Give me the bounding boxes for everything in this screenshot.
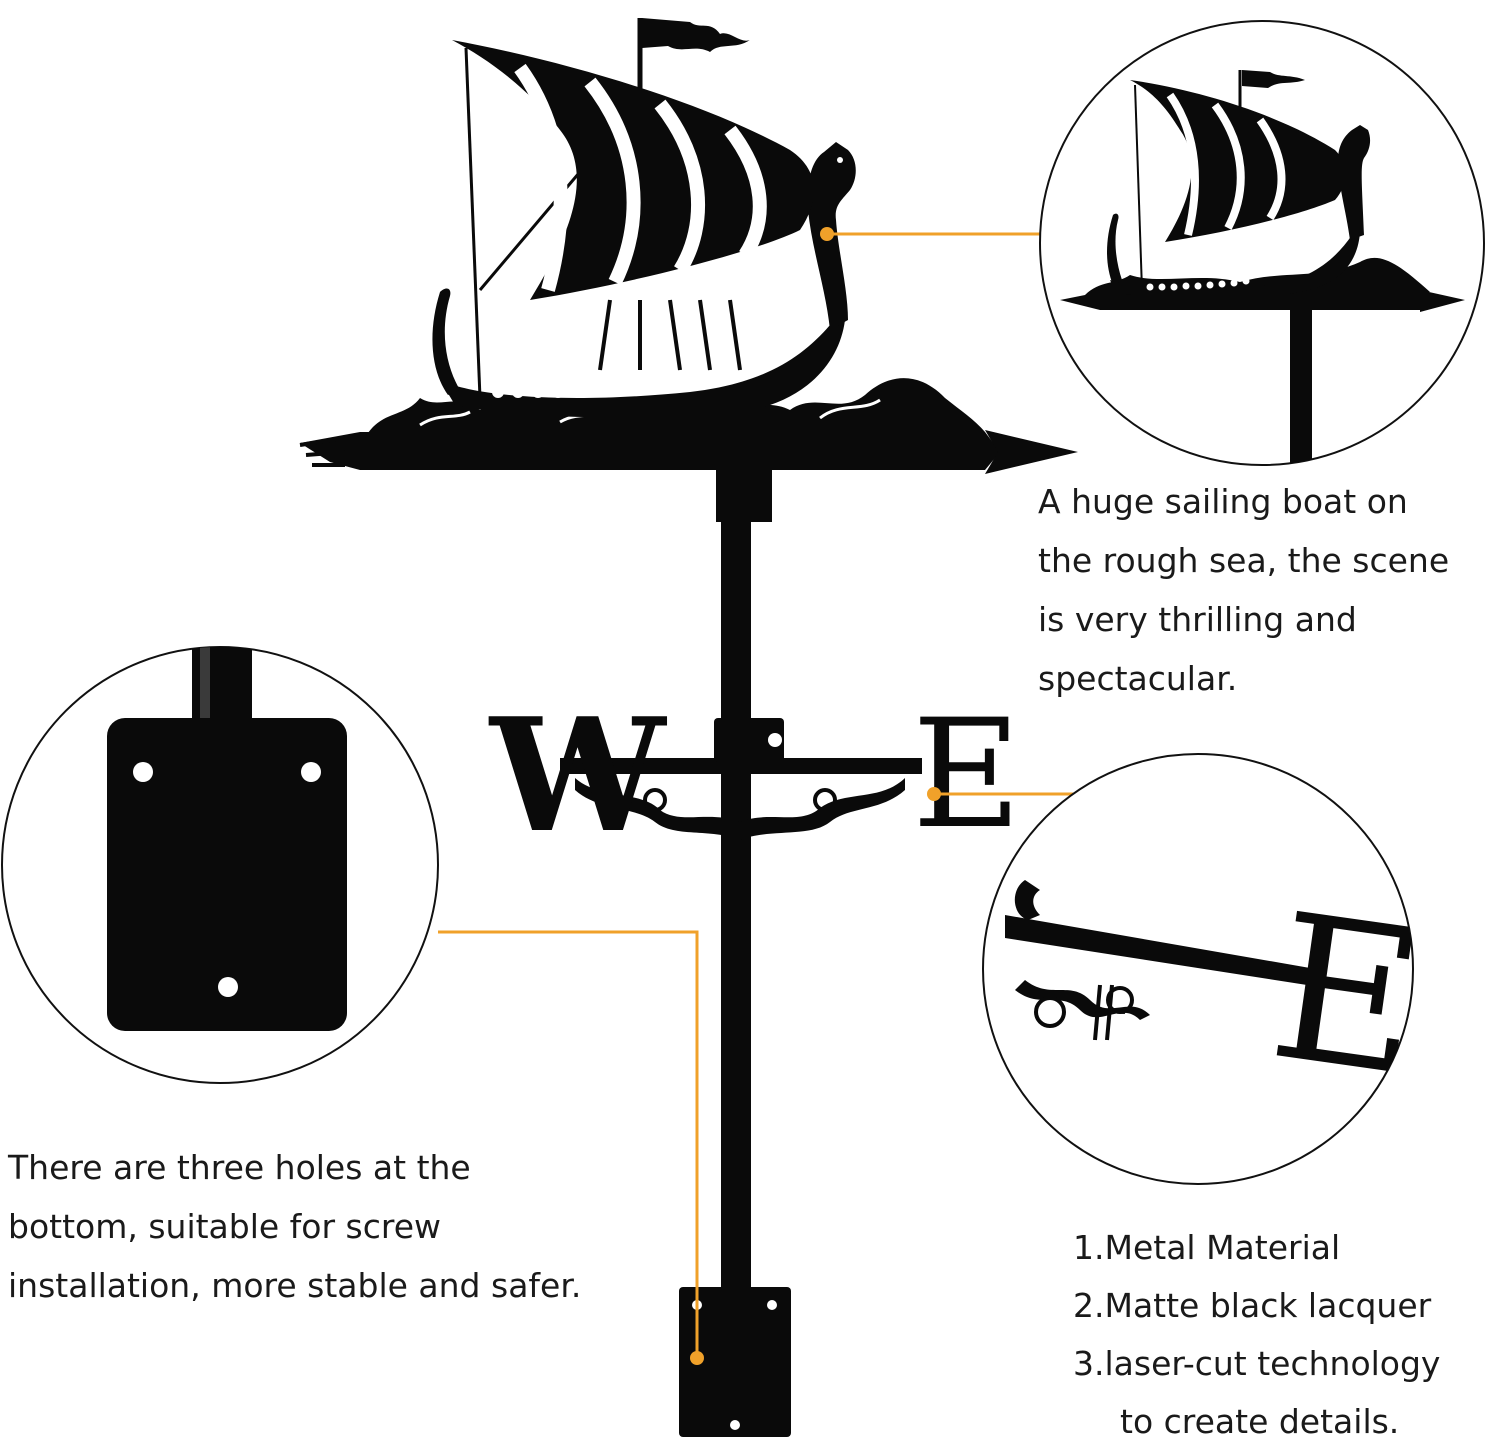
leader-dot-ship [820, 227, 834, 241]
zoom-plate-hole [218, 977, 238, 997]
base-hole [767, 1300, 777, 1310]
leader-dot-base [690, 1351, 704, 1365]
detail-circle-base-plate [1, 646, 439, 1084]
callout-feature-list: 1.Metal Material 2.Matte black lacquer 3… [1073, 1219, 1440, 1451]
callout-line: bottom, suitable for screw [8, 1207, 442, 1246]
base-plate [679, 1287, 791, 1437]
callout-line: A huge sailing boat on [1038, 482, 1408, 521]
detail-circle-east: E [982, 753, 1436, 1185]
pole-collar [716, 462, 772, 522]
detail-circle-ship [1039, 20, 1485, 466]
callout-line: is very thrilling and [1038, 600, 1357, 639]
compass-letter-west: W [488, 684, 668, 867]
feature-item: 2.Matte black lacquer [1073, 1286, 1432, 1325]
callout-line: There are three holes at the [8, 1148, 471, 1187]
callout-holes-description: There are three holes at the bottom, sui… [8, 1138, 581, 1315]
ship-flag [642, 18, 750, 52]
feature-item: 3.laser-cut technology [1073, 1344, 1441, 1383]
callout-line: installation, more stable and safer. [8, 1266, 582, 1305]
callout-ship-description: A huge sailing boat on the rough sea, th… [1038, 472, 1449, 708]
leader-line-base [438, 930, 699, 1358]
leader-dot-east [927, 787, 941, 801]
callout-line: spectacular. [1038, 659, 1238, 698]
zoom-plate [107, 718, 347, 1031]
feature-item: to create details. [1120, 1402, 1400, 1441]
compass-letter-east: E [912, 688, 1022, 862]
ship-base-arrow [299, 430, 1078, 474]
zoom-plate-hole [133, 762, 153, 782]
zoom-compass-letter-east: E [1259, 871, 1436, 1122]
arm-hub [714, 718, 784, 762]
ship-rigging [464, 18, 742, 399]
ship-sail [452, 40, 814, 300]
callout-line: the rough sea, the scene [1038, 541, 1450, 580]
vane-pole [721, 462, 751, 1312]
zoom-plate-hole [301, 762, 321, 782]
compass-arms [560, 718, 922, 840]
feature-item: 1.Metal Material [1073, 1228, 1341, 1267]
base-hole [730, 1420, 740, 1430]
weather-vane: W E [299, 18, 1078, 1437]
